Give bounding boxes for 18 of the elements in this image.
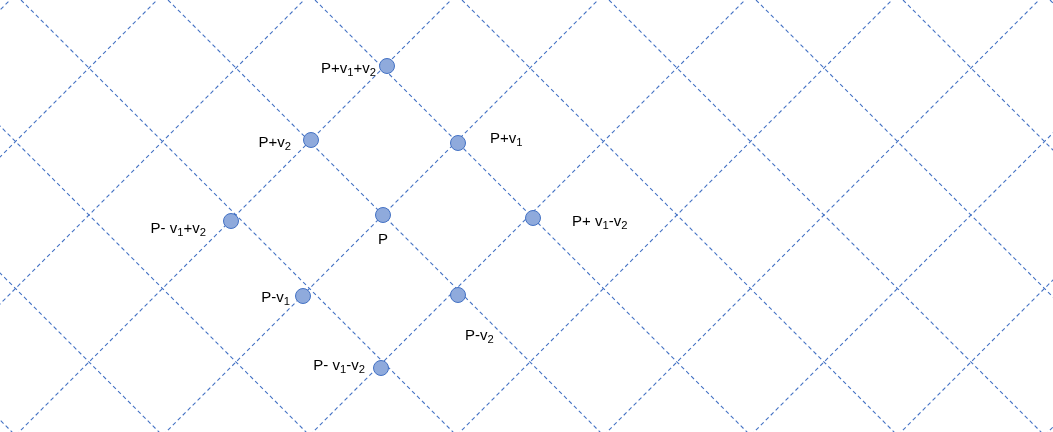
point-label: P <box>378 229 388 249</box>
point-label: P-v$_{2}$ <box>465 325 494 345</box>
lattice-point <box>295 288 311 304</box>
lattice-point <box>375 207 391 223</box>
point-label: P- v$_{1}$-v$_{2}$ <box>313 355 365 375</box>
point-label: P-v$_{1}$ <box>261 287 290 307</box>
point-label: P+ v$_{1}$-v$_{2}$ <box>572 211 628 231</box>
lattice-point <box>379 58 395 74</box>
point-label: P+v$_{1}$+v$_{2}$ <box>320 58 376 78</box>
point-label: P- v$_{1}$+v$_{2}$ <box>150 218 206 238</box>
lattice-point <box>303 132 319 148</box>
lattice-point <box>450 287 466 303</box>
lattice-point <box>450 135 466 151</box>
lattice-point <box>223 213 239 229</box>
lattice-point <box>525 210 541 226</box>
point-label: P+v$_{2}$ <box>258 132 291 152</box>
lattice-point <box>373 360 389 376</box>
point-label: P+v$_{1}$ <box>490 128 523 148</box>
